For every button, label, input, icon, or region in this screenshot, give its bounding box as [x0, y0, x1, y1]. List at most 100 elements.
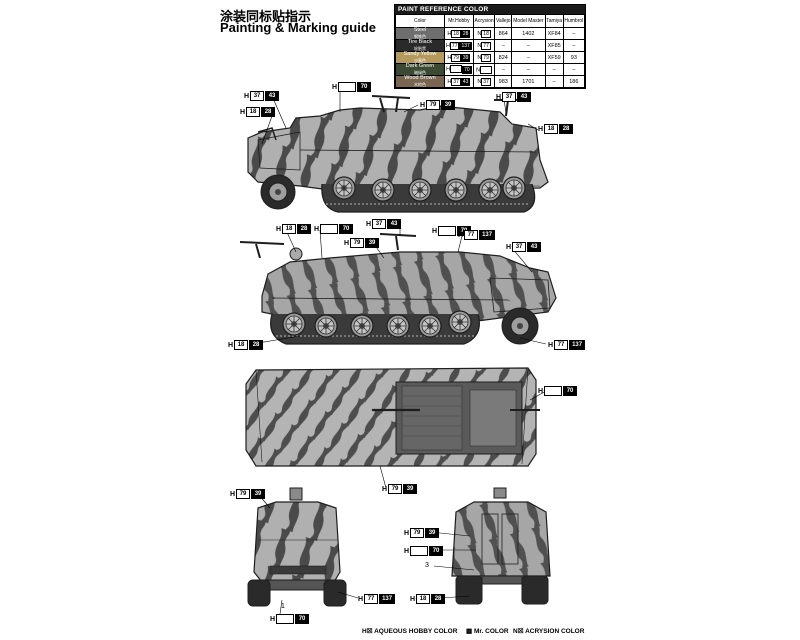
- hobby-code-a: 77: [449, 41, 460, 50]
- callout-prefix: H: [382, 485, 388, 493]
- paint-table-header: PAINT REFERENCE COLOR: [395, 5, 585, 14]
- hobby-code-b: 28: [460, 29, 471, 38]
- callout-code-a: 77: [464, 230, 479, 240]
- hobby-code-a: 79: [451, 53, 461, 62]
- callout-code-a: 18: [544, 124, 559, 134]
- callout-code-a: 79: [388, 484, 403, 494]
- callout-code-b: 43: [265, 91, 280, 101]
- callout-prefix: H: [410, 595, 416, 603]
- acrysion-code: 37: [481, 77, 491, 86]
- callout-code-a: 18: [282, 224, 297, 234]
- paint-reference-table: PAINT REFERENCE COLOR Color Mr.Hobby Acr…: [394, 4, 586, 89]
- callout-code-a: 18: [234, 340, 249, 350]
- callout-code-a: 77: [364, 594, 379, 604]
- callout-prefix: H: [244, 92, 250, 100]
- callout-code-a: 37: [502, 92, 517, 102]
- callout-code-a: 37: [512, 242, 527, 252]
- paint-modelmaster: 1701: [511, 75, 546, 88]
- callout-code-a: 18: [416, 594, 431, 604]
- paint-callout: H 70: [404, 546, 444, 556]
- callout-prefix: H: [358, 595, 364, 603]
- paint-color-cn: 钢铁色: [414, 33, 426, 39]
- hobby-code-a: [450, 65, 463, 74]
- callout-code-a: 18: [246, 107, 261, 117]
- paint-color-en: Steel: [413, 27, 427, 33]
- acrysion-prefix: N: [477, 42, 482, 49]
- legend-acrysion: N☒ ACRYSION COLOR: [513, 628, 585, 635]
- callout-code-b: 39: [403, 484, 418, 494]
- hobby-prefix: H: [447, 54, 452, 61]
- paint-color-en: Sandy Yellow: [403, 51, 437, 57]
- callout-code-b: 28: [261, 107, 276, 117]
- paint-callout: H 70: [314, 224, 354, 234]
- callout-code-b: 43: [517, 92, 532, 102]
- title-english: Painting & Marking guide: [220, 20, 377, 35]
- callout-code-a: [320, 224, 339, 234]
- callout-code-a: [410, 546, 429, 556]
- acrysion-code: [480, 65, 493, 74]
- callout-prefix: H: [404, 529, 410, 537]
- callout-prefix: H: [276, 225, 282, 233]
- callout-code-a: 79: [426, 100, 441, 110]
- callout-code-b: 39: [441, 100, 456, 110]
- front-view: [247, 487, 347, 607]
- paint-color-cn: 沙黄色: [414, 57, 426, 63]
- hobby-code-b: 137: [459, 41, 472, 50]
- callout-code-b: 70: [357, 82, 372, 92]
- callout-prefix: H: [228, 341, 234, 349]
- acrysion-prefix: N: [477, 30, 482, 37]
- callout-code-b: 43: [387, 219, 402, 229]
- callout-prefix: H: [548, 341, 554, 349]
- callout-code-a: 79: [410, 528, 425, 538]
- acrysion-code: 79: [481, 53, 491, 62]
- callout-code-a: 37: [250, 91, 265, 101]
- callout-code-a: 37: [372, 219, 387, 229]
- callout-prefix: H: [332, 83, 338, 91]
- col-humbrol: Humbrol: [562, 14, 586, 28]
- callout-prefix: H: [230, 490, 236, 498]
- callout-code-a: 79: [350, 238, 365, 248]
- paint-color-en: Tire Black: [407, 39, 433, 45]
- callout-code-a: 79: [236, 489, 251, 499]
- callout-prefix: H: [506, 243, 512, 251]
- acrysion-code: 77: [481, 41, 491, 50]
- callout-code-b: 28: [297, 224, 312, 234]
- paint-color-cn: 轮胎黑: [414, 45, 426, 51]
- top-view: [245, 367, 540, 467]
- side-view-left: [247, 95, 549, 213]
- hobby-code-b: 39: [460, 53, 471, 62]
- callout-prefix: H: [314, 225, 320, 233]
- callout-prefix: H: [404, 547, 410, 555]
- callout-code-b: 137: [479, 230, 496, 240]
- callout-code-b: 43: [527, 242, 542, 252]
- callout-code-b: 28: [249, 340, 264, 350]
- hobby-code-b: 70: [462, 65, 472, 74]
- paint-callout: H 70: [270, 614, 310, 624]
- rear-view: [451, 487, 551, 605]
- title-chinese: 涂装同标贴指示: [220, 10, 312, 25]
- hobby-code-a: 18: [451, 29, 461, 38]
- hobby-prefix: H: [447, 30, 452, 37]
- callout-code-a: [438, 226, 457, 236]
